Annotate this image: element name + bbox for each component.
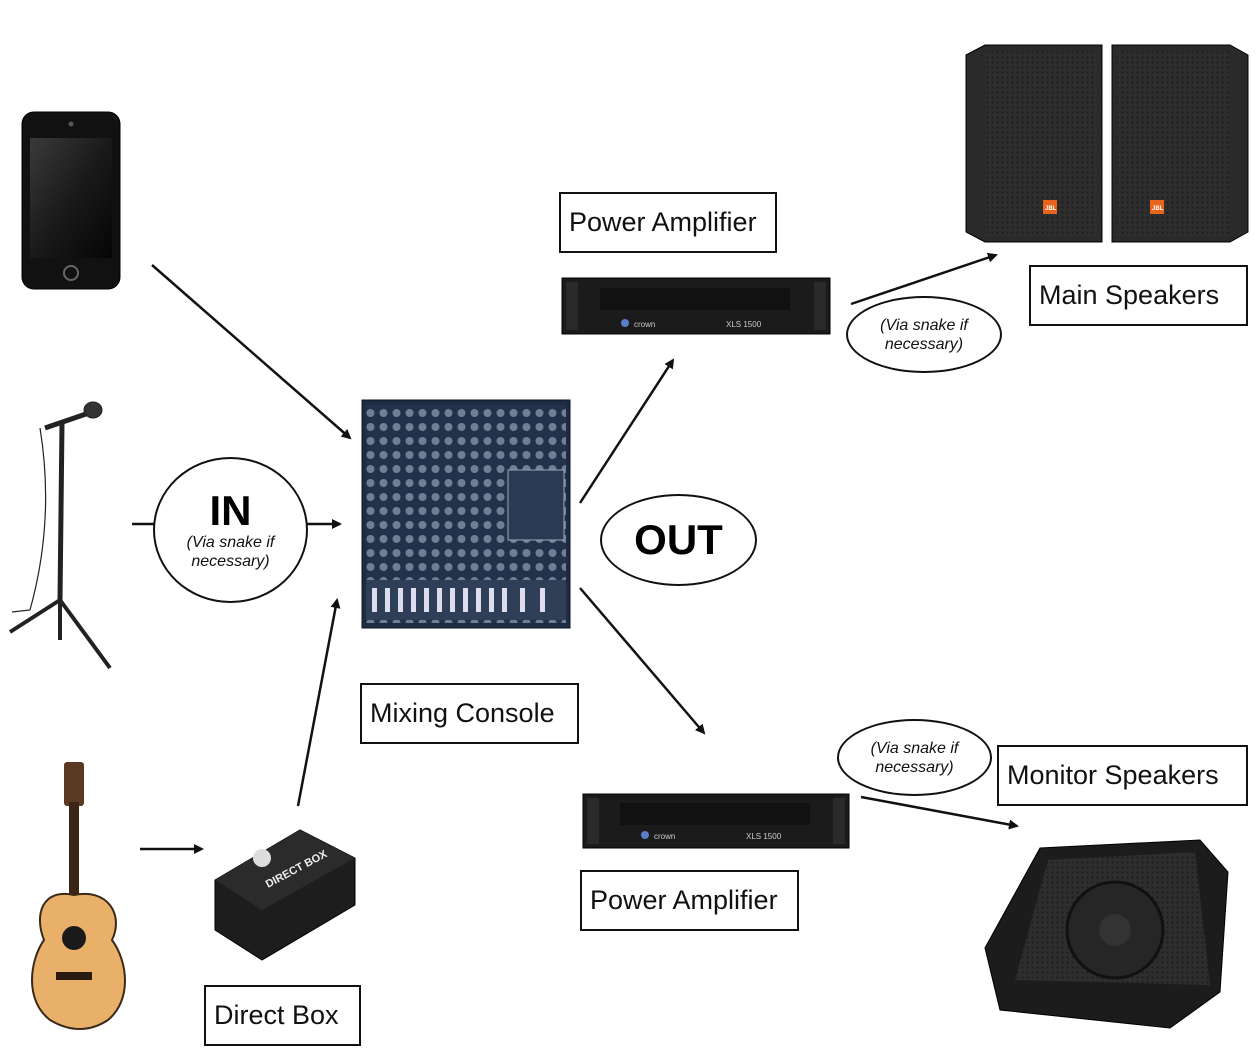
direct-box-icon: DIRECT BOX (214, 829, 356, 961)
arrow-amp-to-main-speakers (850, 252, 998, 306)
microphone-stand-icon (8, 401, 112, 670)
label-power-amplifier-bottom: Power Amplifier (580, 870, 799, 931)
arrow-player-to-console (151, 264, 352, 440)
power-amplifier-bottom-icon: crown XLS 1500 (582, 793, 850, 849)
media-player-icon (21, 111, 121, 290)
label-monitor-speakers-text: Monitor Speakers (1007, 760, 1219, 790)
label-monitor-speakers: Monitor Speakers (997, 745, 1248, 806)
monitor-wedge-icon (984, 839, 1229, 1029)
main-speaker-right-icon: JBL (1111, 44, 1249, 243)
label-mixing-console-text: Mixing Console (370, 698, 555, 728)
label-main-speakers: Main Speakers (1029, 265, 1248, 326)
amp-model-top: XLS 1500 (726, 320, 762, 329)
out-bubble: OUT (600, 494, 757, 586)
arrow-amp-to-monitor (860, 795, 1019, 830)
snake-note-monitor: (Via snake if necessary) (837, 719, 992, 796)
label-power-amplifier-bottom-text: Power Amplifier (590, 885, 778, 915)
main-speaker-left-icon: JBL (965, 44, 1103, 243)
label-direct-box: Direct Box (204, 985, 361, 1046)
signal-arrows (132, 252, 1019, 854)
in-note: (Via snake if necessary) (186, 534, 275, 570)
label-direct-box-text: Direct Box (214, 1000, 339, 1030)
snake-note-main-text: (Via snake if necessary) (880, 316, 968, 353)
in-title: IN (209, 487, 252, 534)
arrow-directbox-to-console (296, 598, 341, 807)
arrow-console-to-amp-bottom (579, 587, 706, 735)
out-title: OUT (634, 516, 723, 563)
amp-brand-top: crown (634, 320, 655, 329)
snake-note-monitor-text: (Via snake if necessary) (870, 739, 959, 776)
in-bubble: IN (Via snake if necessary) (153, 457, 308, 603)
power-amplifier-top-icon: crown XLS 1500 (561, 277, 831, 335)
mixing-console-icon (361, 399, 571, 629)
acoustic-guitar-icon (31, 762, 126, 1030)
label-mixing-console: Mixing Console (360, 683, 579, 744)
snake-note-main: (Via snake if necessary) (846, 296, 1002, 373)
label-main-speakers-text: Main Speakers (1039, 280, 1220, 310)
amp-model-bottom: XLS 1500 (746, 832, 782, 841)
amp-brand-bottom: crown (654, 832, 675, 841)
speaker-badge-right: JBL (1152, 206, 1164, 212)
arrow-console-to-amp-top (578, 358, 675, 504)
label-power-amplifier-top-text: Power Amplifier (569, 207, 757, 237)
speaker-badge-left: JBL (1045, 206, 1057, 212)
label-power-amplifier-top: Power Amplifier (559, 192, 777, 253)
